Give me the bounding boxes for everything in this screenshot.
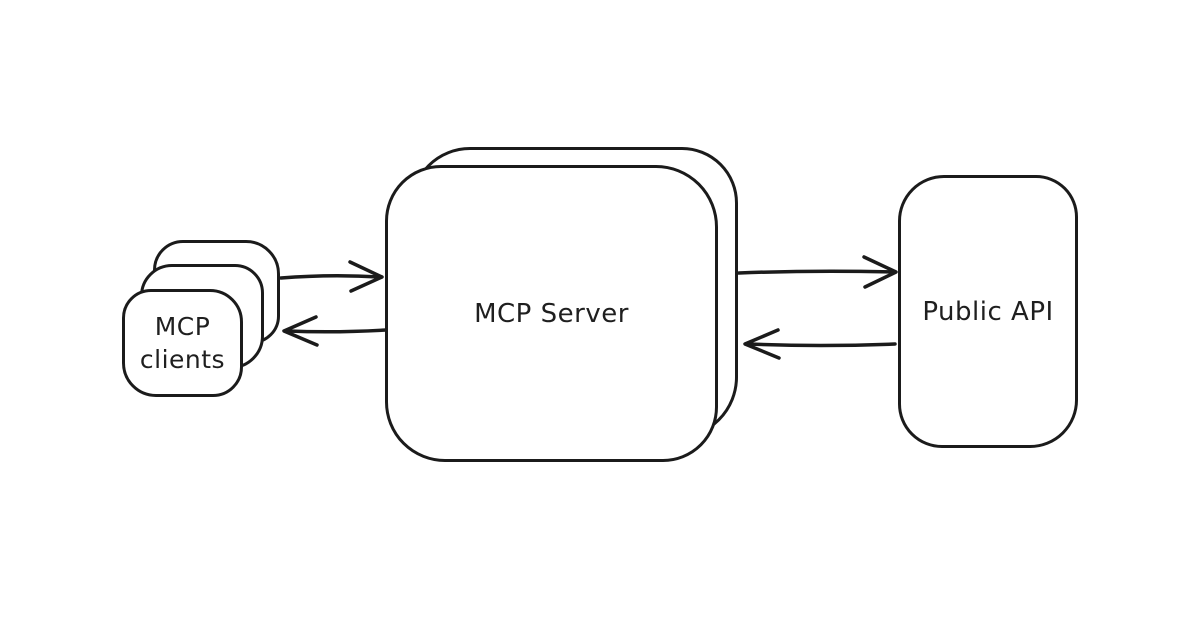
arrow-server-to-clients [282,315,388,347]
public-api-node: Public API [898,175,1078,448]
mcp-clients-label: MCP clients [139,311,226,375]
mcp-clients-node: MCP clients [122,289,243,397]
mcp-server-node: MCP Server [385,165,718,462]
arrow-server-to-api [737,255,898,289]
arrow-api-to-server [743,328,897,360]
public-api-label: Public API [922,296,1054,327]
arrow-clients-to-server [279,260,384,293]
mcp-server-label: MCP Server [474,298,629,329]
